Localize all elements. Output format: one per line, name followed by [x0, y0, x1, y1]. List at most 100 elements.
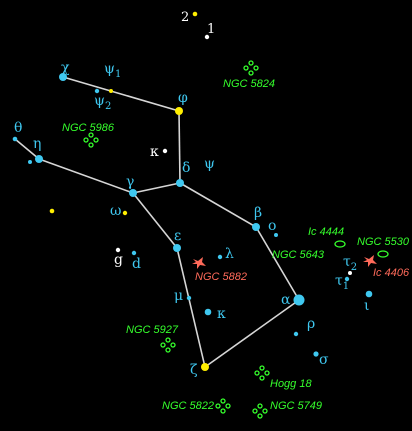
label-ic4444: Ic 4444 — [308, 226, 344, 238]
line-alpha-zeta — [204, 299, 300, 368]
label-epsilon: ε — [174, 228, 181, 244]
label-tau2-text: τ — [343, 254, 351, 270]
cluster-hogg18-icon — [254, 365, 270, 381]
label-tau1-text: τ — [335, 273, 343, 289]
label-g: g — [114, 252, 123, 268]
star-d — [131, 250, 137, 256]
stars — [12, 11, 373, 371]
nebulae — [192, 255, 377, 269]
label-tau1: τ1 — [335, 273, 349, 292]
label-tau2-sub: 2 — [351, 262, 357, 273]
star-kappa-lower — [204, 308, 212, 316]
label-gamma: γ — [126, 174, 134, 190]
label-kappa-lower: κ — [217, 306, 226, 322]
star-mu — [186, 295, 192, 301]
label-theta: θ — [14, 120, 22, 136]
label-ngc5749: NGC 5749 — [270, 400, 322, 412]
nebula-ngc5882-icon — [192, 257, 206, 269]
label-1: 1 — [207, 22, 215, 37]
label-beta: β — [254, 205, 262, 221]
star-delta — [176, 179, 184, 187]
label-tau2: τ2 — [343, 254, 357, 273]
star-theta — [12, 136, 18, 142]
label-psi1-sub: 1 — [115, 69, 121, 80]
star-g — [115, 247, 121, 253]
label-d: d — [132, 256, 141, 272]
label-delta: δ — [182, 160, 190, 176]
star-phi — [175, 107, 183, 115]
line-phi-delta — [178, 110, 181, 184]
star-omega — [122, 210, 128, 216]
star-labels: 2 1 χ ψ1 ψ2 φ θ η κ δ ψ γ ω β ο ε λ g d … — [14, 10, 370, 378]
star-omicron — [274, 233, 278, 237]
star-beta — [252, 223, 260, 231]
label-psi1: ψ1 — [104, 61, 121, 80]
star-iota — [365, 290, 373, 298]
label-phi: φ — [178, 90, 188, 106]
star-psi2 — [94, 88, 100, 94]
star-kappa-upper — [162, 148, 168, 154]
line-gamma-epsilon — [132, 192, 178, 249]
label-ngc5986: NGC 5986 — [62, 122, 115, 134]
object-labels: NGC 5824 NGC 5986 Ic 4444 NGC 5530 NGC 5… — [62, 78, 410, 412]
label-lambda: λ — [225, 246, 234, 262]
star-alpha — [293, 294, 305, 306]
label-hogg18: Hogg 18 — [270, 378, 312, 390]
galaxy-ic4444-icon — [334, 240, 346, 248]
label-zeta: ζ — [190, 362, 198, 378]
cluster-ngc5927-icon — [160, 337, 176, 353]
label-omega: ω — [110, 203, 121, 219]
star-sigma — [313, 351, 319, 357]
cluster-ngc5986-icon — [83, 132, 99, 148]
label-psi1-text: ψ — [104, 61, 115, 77]
star-lambda — [217, 254, 223, 260]
nebula-ic4406-icon — [363, 255, 377, 267]
clusters — [83, 60, 270, 419]
label-ngc5824: NGC 5824 — [223, 78, 275, 90]
label-sigma: σ — [319, 352, 329, 368]
star-eta-companion — [28, 160, 32, 164]
cluster-ngc5749-icon — [252, 403, 268, 419]
label-omicron: ο — [268, 218, 276, 234]
label-ngc5927: NGC 5927 — [126, 324, 179, 336]
star-epsilon — [173, 244, 181, 252]
galaxies — [334, 240, 389, 258]
line-epsilon-zeta — [176, 247, 206, 368]
line-chi-phi — [62, 76, 180, 112]
star-chi — [59, 73, 67, 81]
label-ngc5882: NGC 5882 — [195, 271, 247, 283]
label-2: 2 — [181, 10, 189, 25]
star-1 — [204, 34, 210, 40]
label-ic4406: Ic 4406 — [373, 267, 410, 279]
label-kappa-upper: κ — [150, 144, 159, 160]
constellation-lines — [14, 76, 300, 368]
label-tau1-sub: 1 — [343, 281, 349, 292]
star-psi1 — [109, 89, 113, 93]
galaxy-ngc5530-icon — [377, 250, 389, 258]
star-zeta — [201, 363, 209, 371]
star-eta — [35, 155, 43, 163]
star-2 — [192, 11, 198, 17]
line-gamma-delta — [132, 182, 181, 194]
label-mu: μ — [174, 288, 183, 304]
cluster-ngc5822-icon — [215, 398, 231, 414]
label-chi: χ — [61, 60, 70, 76]
label-ngc5643: NGC 5643 — [272, 249, 325, 261]
label-iota: ι — [364, 298, 370, 314]
star-tau1 — [344, 276, 350, 282]
label-ngc5822: NGC 5822 — [162, 400, 214, 412]
line-theta-eta — [14, 138, 40, 160]
label-ngc5530: NGC 5530 — [357, 236, 410, 248]
label-eta: η — [33, 136, 41, 152]
label-rho: ρ — [307, 316, 315, 332]
label-psi: ψ — [204, 156, 215, 172]
label-alpha: α — [281, 292, 291, 308]
star-tau2 — [348, 271, 352, 275]
star-gamma — [129, 189, 137, 197]
cluster-ngc5824-icon — [243, 60, 259, 76]
line-beta-alpha — [255, 226, 300, 301]
label-psi2: ψ2 — [94, 93, 111, 112]
star-rho — [293, 331, 299, 337]
